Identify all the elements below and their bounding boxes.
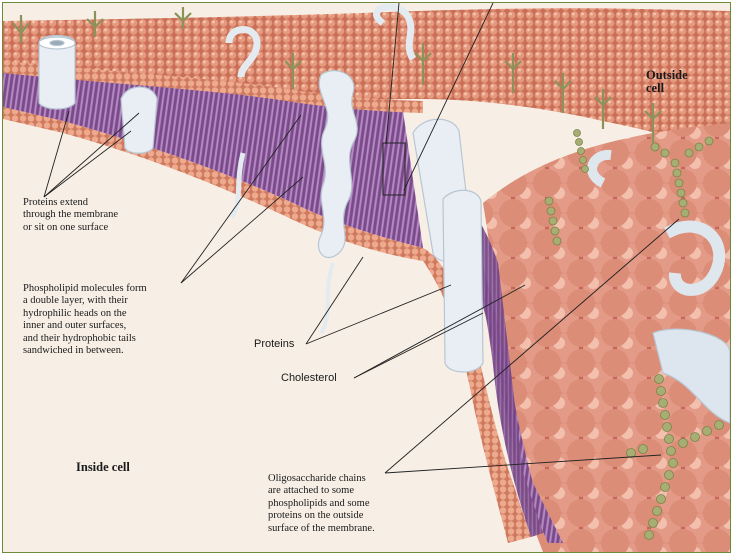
label-inside-cell: Inside cell [76, 461, 130, 474]
label-outside-cell: Outside cell [646, 69, 688, 95]
protein-left-2 [121, 87, 157, 153]
label-phospholipid: Phospholipid molecules form a double lay… [23, 283, 147, 357]
protein-centre-tall [443, 190, 483, 372]
label-cholesterol: Cholesterol [281, 372, 337, 385]
protein-tail-2 [321, 263, 333, 333]
label-oligosaccharide: Oligosaccharide chains are attached to s… [268, 473, 375, 535]
label-proteins: Proteins [254, 338, 294, 351]
label-proteins-extend: Proteins extend through the membrane or … [23, 197, 118, 234]
